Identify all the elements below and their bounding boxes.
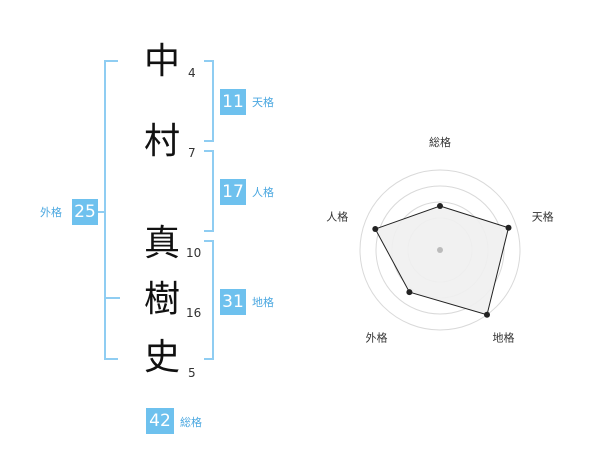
radar-axis-label-4: 外格 bbox=[366, 330, 388, 344]
radar-axis-label-3: 地格 bbox=[493, 330, 515, 344]
tenkaku-label: 天格 bbox=[252, 96, 274, 109]
chikaku-label: 地格 bbox=[252, 296, 274, 309]
gaikaku-value: 25 bbox=[72, 199, 98, 225]
radar-ring bbox=[375, 185, 505, 315]
name-char-5: 史 bbox=[143, 337, 180, 378]
soukaku-label: 総格 bbox=[180, 416, 202, 429]
gaikaku-bracket bbox=[104, 60, 118, 360]
chikaku-value: 31 bbox=[220, 289, 246, 315]
name-char-4: 樹 bbox=[143, 279, 180, 320]
stroke-count-4: 16 bbox=[186, 306, 202, 320]
radar-area bbox=[374, 205, 510, 316]
stroke-count-5: 5 bbox=[188, 366, 196, 380]
gaikaku-label: 外格 bbox=[40, 206, 62, 219]
radar-axis-label-5: 人格 bbox=[326, 210, 348, 224]
tenkaku-bracket bbox=[204, 60, 214, 142]
stroke-count-2: 7 bbox=[188, 146, 196, 160]
radar-axis-label-1: 総格 bbox=[429, 135, 451, 149]
gaikaku-bracket-mid bbox=[94, 211, 104, 213]
tenkaku-value: 11 bbox=[220, 89, 246, 115]
radar-point-1 bbox=[437, 203, 443, 209]
jinkaku-value: 17 bbox=[220, 179, 246, 205]
radar-point-4 bbox=[406, 289, 413, 296]
radar-ring bbox=[359, 169, 521, 331]
name-char-3: 真 bbox=[143, 223, 180, 264]
radar-point-2 bbox=[505, 224, 512, 231]
gaikaku-bracket-tick bbox=[106, 297, 120, 299]
chikaku-bracket bbox=[204, 240, 214, 360]
jinkaku-label: 人格 bbox=[252, 186, 274, 199]
stroke-count-3: 10 bbox=[186, 246, 202, 260]
name-char-1: 中 bbox=[143, 41, 180, 82]
radar-axis-label-2: 天格 bbox=[532, 210, 554, 224]
radar-points bbox=[372, 203, 512, 318]
radar-point-5 bbox=[372, 226, 379, 232]
name-char-2: 村 bbox=[143, 121, 180, 162]
radar-center bbox=[437, 247, 443, 253]
jinkaku-bracket bbox=[204, 150, 214, 232]
soukaku-value: 42 bbox=[146, 408, 174, 434]
radar-point-3 bbox=[484, 311, 490, 318]
stroke-count-1: 4 bbox=[188, 66, 196, 80]
